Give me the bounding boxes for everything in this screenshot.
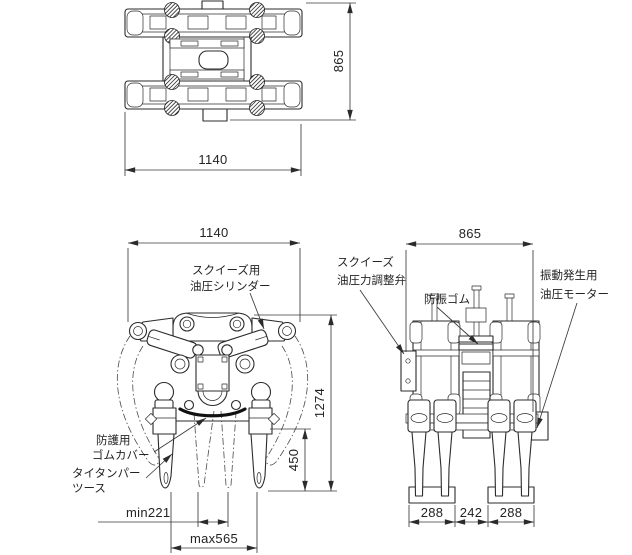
side-teeth — [407, 399, 537, 497]
top-view-dimensions: 865 1140 — [124, 2, 356, 176]
front-view-dimensions: 1140 1274 450 min221 max565 スクイーズ用 油圧シリン… — [72, 225, 337, 553]
label-vibration-motor-line2: 油圧モーター — [540, 287, 609, 301]
dim-max-opening: max565 — [190, 531, 238, 546]
dim-min-opening: min221 — [126, 505, 170, 520]
tooth-right — [248, 381, 281, 489]
tooth-left — [144, 381, 177, 489]
dim-side-right-pad: 288 — [500, 505, 523, 520]
front-view-drawing — [117, 312, 308, 489]
squeeze-valve-part — [400, 350, 417, 392]
label-tamper-tooth-line2: ツース — [72, 483, 106, 495]
top-view-upper-beam — [124, 2, 303, 44]
label-guard-rubber-line1: 防護用 — [96, 433, 131, 447]
dim-tooth-length: 450 — [286, 449, 301, 472]
label-squeeze-cylinder-line1: スクイーズ用 — [192, 263, 260, 277]
top-view-center-body — [162, 36, 252, 82]
dim-side-center-gap: 242 — [460, 505, 483, 520]
guard-rubber-cover-part — [178, 407, 247, 418]
label-guard-rubber-line2: ゴムカバー — [92, 448, 150, 462]
dim-front-width: 1140 — [199, 225, 228, 240]
dim-side-width: 865 — [459, 226, 482, 241]
dim-top-view-depth: 865 — [331, 50, 346, 73]
dim-top-view-width: 1140 — [198, 152, 227, 167]
label-squeeze-valve-line2: 油圧力調整弁 — [337, 273, 406, 287]
label-squeeze-cylinder-line2: 油圧シリンダー — [190, 279, 271, 293]
label-vibration-motor-line1: 振動発生用 — [540, 268, 598, 282]
label-antivibration-rubber: 防振ゴム — [424, 292, 470, 306]
dim-side-left-pad: 288 — [421, 505, 444, 520]
top-view-lower-beam — [124, 74, 303, 116]
label-squeeze-valve-line1: スクイーズ — [337, 255, 394, 269]
side-view-drawing — [400, 285, 549, 504]
side-view-dimensions: 865 288 242 288 スクイーズ 油圧力調整弁 防振ゴム 振動発生用 … — [337, 226, 609, 527]
top-view-drawing — [124, 0, 303, 122]
dim-front-total-height: 1274 — [312, 388, 327, 418]
label-tamper-tooth-line1: タイタンパー — [72, 467, 141, 480]
